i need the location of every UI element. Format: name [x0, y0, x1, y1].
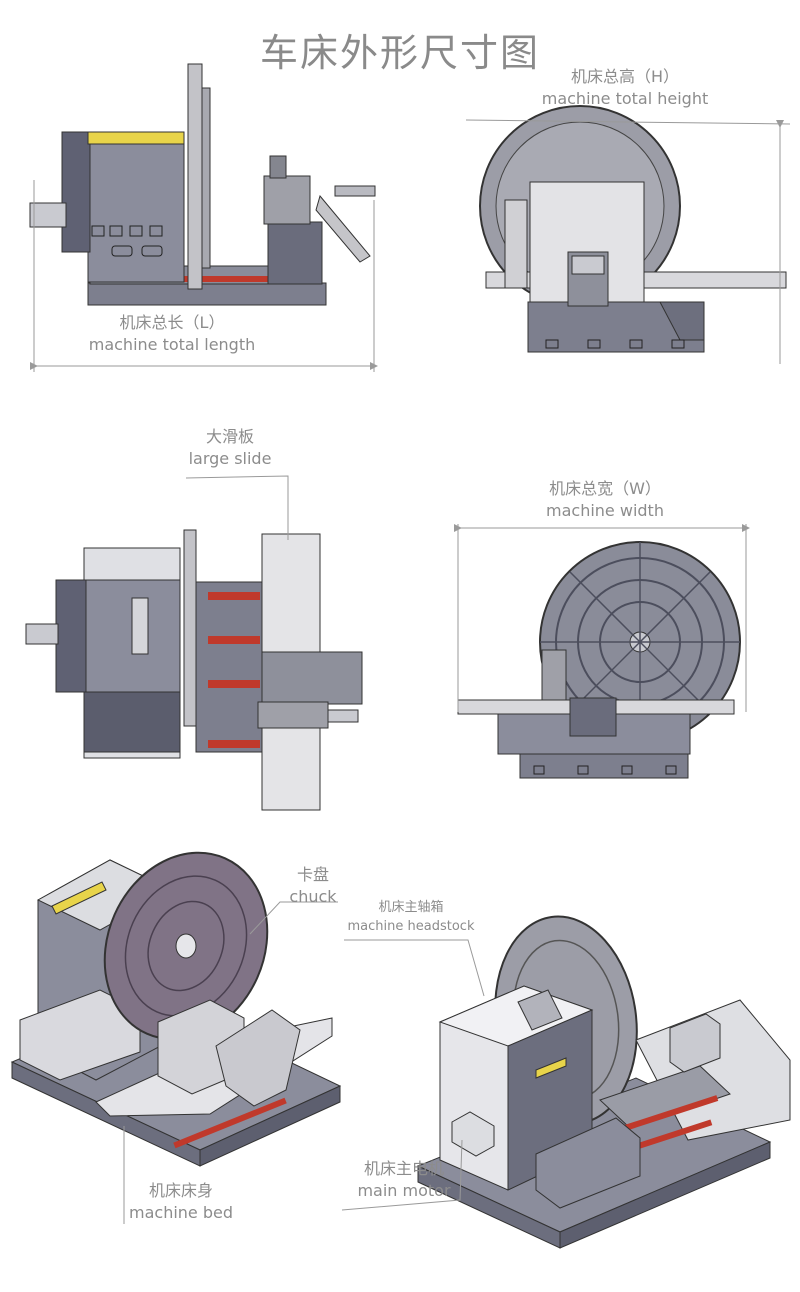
chuck-leader-line [249, 901, 338, 935]
headstock-label-en: machine headstock [347, 919, 475, 934]
width-label: 机床总宽（W） machine width [520, 478, 690, 522]
height-label-en: machine total height [541, 89, 709, 108]
length-label: 机床总长（L） machine total length [64, 312, 280, 356]
headstock-label-cn: 机床主轴箱 [378, 900, 444, 915]
height-label: 机床总高（H） machine total height [520, 66, 730, 110]
page-title: 车床外形尺寸图 [259, 31, 540, 75]
slide-label: 大滑板 large slide [170, 426, 290, 470]
width-label-en: machine width [546, 501, 664, 520]
height-label-cn: 机床总高（H） [570, 67, 680, 86]
bed-label-en: machine bed [129, 1203, 233, 1222]
headstock-label: 机床主轴箱 machine headstock [336, 898, 486, 936]
slide-label-cn: 大滑板 [205, 427, 254, 446]
slide-label-en: large slide [188, 449, 272, 468]
chuck-label-en: chuck [289, 887, 337, 906]
chuck-label-cn: 卡盘 [296, 865, 329, 884]
motor-label: 机床主电机 main motor [346, 1158, 462, 1202]
slide-leader-line [185, 475, 289, 540]
end-view-drawing [457, 541, 741, 779]
length-label-en: machine total length [88, 335, 256, 354]
width-label-cn: 机床总宽（W） [549, 479, 661, 498]
motor-label-en: main motor [357, 1181, 451, 1200]
motor-leader-line [341, 1139, 463, 1211]
bed-label: 机床床身 machine bed [116, 1180, 246, 1224]
motor-label-cn: 机床主电机 [363, 1159, 444, 1178]
isometric-front-drawing [10, 851, 342, 1167]
headstock-leader-line [344, 939, 485, 997]
chuck-label: 卡盘 chuck [276, 864, 350, 908]
isometric-rear-drawing [416, 915, 791, 1249]
bed-label-cn: 机床床身 [148, 1181, 213, 1200]
front-view-drawing [479, 105, 787, 353]
top-view-drawing [25, 529, 363, 811]
side-view-drawing [29, 63, 376, 306]
length-label-cn: 机床总长（L） [119, 313, 225, 332]
